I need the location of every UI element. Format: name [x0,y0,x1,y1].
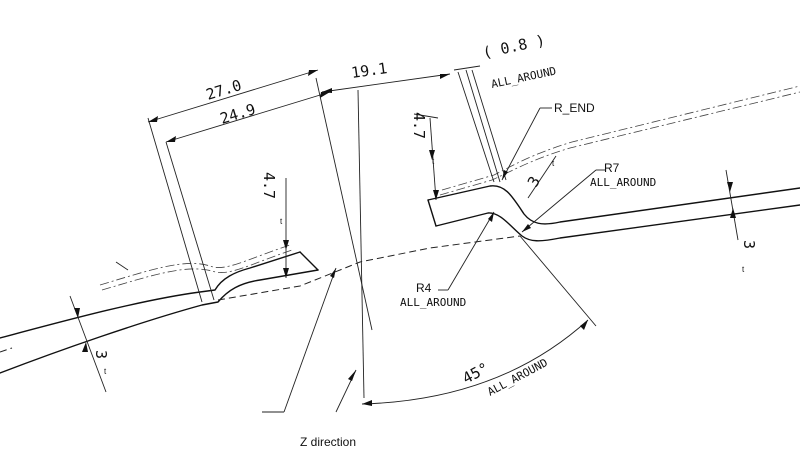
r-end-label: R_END [554,101,595,115]
thickness-left-group: 4.7 t [260,172,289,278]
thickness-left-47: 4.7 [260,172,278,199]
three-left-t: t [104,367,107,376]
r-end-group: R_END [501,101,595,181]
dim-19-1-group: 19.1 [321,59,451,93]
angle-all-around: ALL_AROUND [485,356,550,399]
three-left: 3 [92,350,110,359]
thickness-left-t: t [280,217,283,226]
r7-group: R7 ALL_AROUND [521,161,656,233]
three-mid-t: t [552,159,555,168]
z-direction-leaders [262,267,357,413]
r4-all-around: ALL_AROUND [400,296,466,309]
r7-all-around: ALL_AROUND [590,176,656,189]
z-direction-caption: Z direction [300,435,356,449]
left-sheet [0,244,319,374]
r7-label: R7 [604,161,620,175]
right-sheet [427,85,800,242]
dim-27-0: 27.0 [204,76,244,104]
three-right-group: 3 t [725,169,758,274]
three-mid-group: 3 t [524,155,557,199]
mating-line [217,235,521,301]
thickness-right-group: 4.7 t [410,112,439,201]
dim-19-1: 19.1 [350,59,388,82]
angle-group: 45° ALL_AROUND [361,235,597,406]
three-right: 3 [740,240,758,249]
dim-24-9: 24.9 [218,100,258,128]
reference-line-vertical [357,89,365,399]
dim-0-8: ( 0.8 ) [481,31,547,62]
thickness-right-t: t [432,157,435,166]
r4-label: R4 [416,281,432,295]
dim-0-8-group: ( 0.8 ) ALL_AROUND [453,31,557,183]
three-right-t: t [742,265,745,274]
angle-45: 45° [459,359,491,388]
three-mid: 3 [524,173,544,190]
r4-group: R4 ALL_AROUND [400,211,495,309]
thickness-right-47: 4.7 [410,112,428,139]
all-around-top: ALL_AROUND [490,64,557,90]
dim-27-group: 27.0 24.9 [147,69,331,303]
reference-line-slanted [315,77,373,331]
three-left-group: 3 t [69,295,110,393]
